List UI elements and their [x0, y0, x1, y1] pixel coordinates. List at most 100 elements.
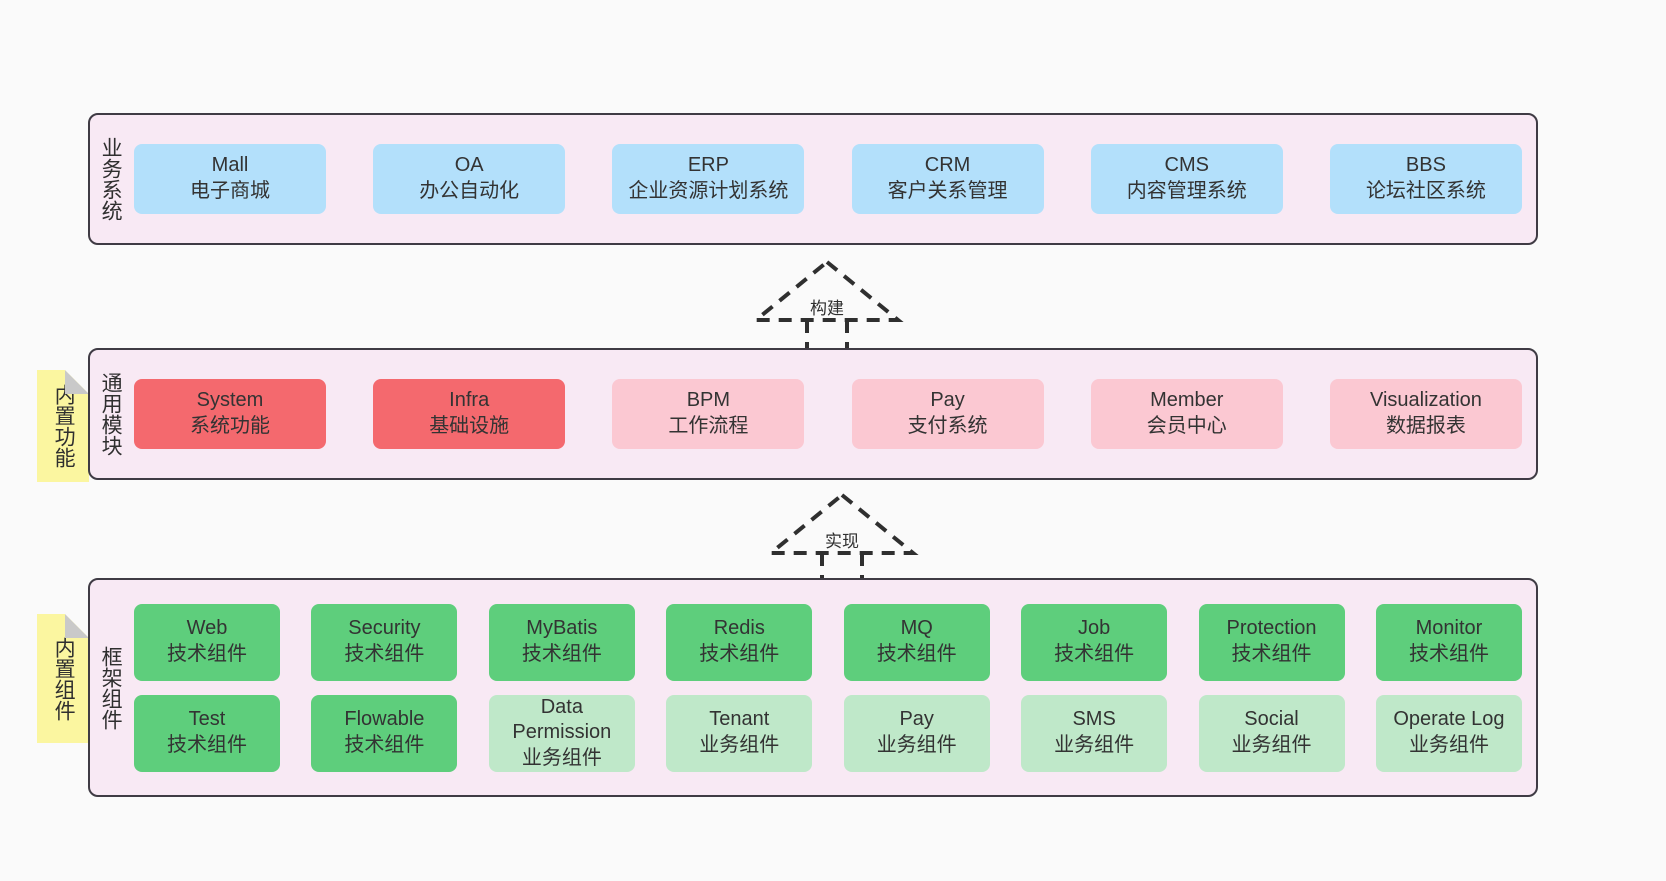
card-data-permission-en: Data Permission — [512, 695, 612, 744]
connector-build: 构建 — [750, 258, 904, 352]
card-infra-cn: 基础设施 — [429, 415, 510, 437]
card-mq-en: MQ — [900, 617, 933, 640]
card-bpm-en: BPM — [686, 389, 731, 412]
card-protection-en: Protection — [1226, 617, 1317, 640]
note-builtin-component-label: 内置组件 — [52, 636, 76, 721]
framework-tech-row: Web 技术组件 Security 技术组件 MyBatis 技术组件 Redi… — [134, 603, 1522, 681]
card-monitor-cn: 技术组件 — [1408, 643, 1489, 665]
card-tenant[interactable]: Tenant 业务组件 — [666, 694, 813, 772]
card-bpm-cn: 工作流程 — [668, 415, 749, 437]
card-oa-cn: 办公自动化 — [419, 180, 520, 202]
card-data-permission[interactable]: Data Permission 业务组件 — [488, 694, 635, 772]
card-crm-en: CRM — [924, 154, 971, 177]
common-card-row: System 系统功能 Infra 基础设施 BPM 工作流程 Pay 支付系统… — [134, 379, 1522, 449]
card-bbs[interactable]: BBS 论坛社区系统 — [1329, 144, 1522, 214]
card-web-cn: 技术组件 — [167, 643, 247, 665]
card-mall[interactable]: Mall 电子商城 — [134, 144, 326, 214]
card-redis[interactable]: Redis 技术组件 — [666, 603, 813, 681]
layer-framework-component: 框架组件 Web 技术组件 Security 技术组件 MyBatis 技术组件… — [88, 578, 1538, 797]
connector-implement-label: 实现 — [825, 532, 859, 551]
card-pay-module[interactable]: Pay 支付系统 — [851, 379, 1044, 449]
card-flowable[interactable]: Flowable 技术组件 — [311, 694, 458, 772]
card-sms[interactable]: SMS 业务组件 — [1021, 694, 1168, 772]
note-builtin-component: 内置组件 — [37, 614, 89, 743]
card-job-cn: 技术组件 — [1054, 643, 1135, 665]
card-data-permission-cn: 业务组件 — [521, 746, 602, 769]
card-protection-cn: 技术组件 — [1231, 643, 1312, 665]
card-crm[interactable]: CRM 客户关系管理 — [851, 144, 1044, 214]
card-member-en: Member — [1150, 389, 1224, 412]
card-operate-log-en: Operate Log — [1393, 708, 1505, 731]
note-builtin-feature-label: 内置功能 — [52, 384, 76, 468]
card-infra[interactable]: Infra 基础设施 — [373, 379, 566, 449]
card-redis-en: Redis — [713, 617, 765, 640]
card-oa-en: OA — [454, 154, 484, 177]
card-job[interactable]: Job 技术组件 — [1021, 603, 1168, 681]
card-erp-cn: 企业资源计划系统 — [628, 180, 789, 202]
card-sms-en: SMS — [1072, 708, 1116, 731]
card-monitor[interactable]: Monitor 技术组件 — [1375, 603, 1522, 681]
connector-build-label: 构建 — [810, 299, 844, 318]
connector-implement: 实现 — [765, 491, 919, 585]
card-mybatis-en: MyBatis — [526, 617, 598, 640]
note-fold-corner-icon — [65, 370, 89, 394]
card-social-en: Social — [1244, 708, 1299, 731]
layer-common-title: 通用模块 — [99, 372, 123, 456]
card-system[interactable]: System 系统功能 — [134, 379, 326, 449]
card-bpm[interactable]: BPM 工作流程 — [612, 379, 805, 449]
framework-biz-row: Test 技术组件 Flowable 技术组件 Data Permission … — [134, 694, 1522, 772]
card-mq-cn: 技术组件 — [876, 643, 957, 665]
card-erp[interactable]: ERP 企业资源计划系统 — [612, 144, 805, 214]
layer-business-system: 业务系统 Mall 电子商城 OA 办公自动化 ERP 企业资源计划系统 CRM — [88, 113, 1538, 245]
card-security-en: Security — [348, 617, 421, 640]
card-redis-cn: 技术组件 — [699, 643, 780, 665]
card-system-en: System — [196, 389, 264, 412]
card-sms-cn: 业务组件 — [1054, 734, 1135, 756]
card-monitor-en: Monitor — [1415, 617, 1483, 640]
card-tenant-en: Tenant — [709, 708, 770, 731]
card-crm-cn: 客户关系管理 — [887, 180, 1008, 202]
card-flowable-en: Flowable — [344, 708, 425, 731]
card-web[interactable]: Web 技术组件 — [134, 603, 280, 681]
layer-common-body: System 系统功能 Infra 基础设施 BPM 工作流程 Pay 支付系统… — [130, 350, 1536, 478]
card-pay-module-cn: 支付系统 — [907, 415, 988, 437]
card-oa[interactable]: OA 办公自动化 — [373, 144, 566, 214]
card-mall-en: Mall — [211, 154, 249, 177]
card-cms[interactable]: CMS 内容管理系统 — [1090, 144, 1283, 214]
card-pay-module-en: Pay — [930, 389, 965, 412]
card-test-cn: 技术组件 — [167, 734, 247, 756]
card-pay-component[interactable]: Pay 业务组件 — [843, 694, 990, 772]
card-bbs-cn: 论坛社区系统 — [1365, 180, 1486, 202]
note-builtin-feature: 内置功能 — [37, 370, 89, 482]
card-tenant-cn: 业务组件 — [699, 734, 780, 756]
card-test[interactable]: Test 技术组件 — [134, 694, 280, 772]
card-social-cn: 业务组件 — [1231, 734, 1312, 756]
card-erp-en: ERP — [687, 154, 729, 177]
card-security-cn: 技术组件 — [344, 643, 425, 665]
card-flowable-cn: 技术组件 — [344, 734, 425, 756]
card-mall-cn: 电子商城 — [190, 180, 270, 202]
card-mybatis[interactable]: MyBatis 技术组件 — [488, 603, 635, 681]
business-card-row: Mall 电子商城 OA 办公自动化 ERP 企业资源计划系统 CRM 客户关系… — [134, 144, 1522, 214]
card-system-cn: 系统功能 — [190, 415, 270, 437]
card-visualization-cn: 数据报表 — [1385, 415, 1466, 437]
card-social[interactable]: Social 业务组件 — [1198, 694, 1345, 772]
generalization-triangle-icon — [750, 259, 904, 322]
generalization-triangle-icon — [765, 492, 919, 555]
card-visualization-en: Visualization — [1369, 389, 1482, 412]
layer-business-body: Mall 电子商城 OA 办公自动化 ERP 企业资源计划系统 CRM 客户关系… — [130, 115, 1536, 243]
card-pay-component-en: Pay — [899, 708, 934, 731]
card-protection[interactable]: Protection 技术组件 — [1198, 603, 1345, 681]
layer-common-module: 通用模块 System 系统功能 Infra 基础设施 BPM 工作流程 Pay — [88, 348, 1538, 480]
card-operate-log[interactable]: Operate Log 业务组件 — [1375, 694, 1522, 772]
card-visualization[interactable]: Visualization 数据报表 — [1329, 379, 1522, 449]
card-cms-cn: 内容管理系统 — [1126, 180, 1247, 202]
card-infra-en: Infra — [449, 389, 490, 412]
card-security[interactable]: Security 技术组件 — [311, 603, 458, 681]
layer-framework-title: 框架组件 — [99, 645, 123, 730]
card-mq[interactable]: MQ 技术组件 — [843, 603, 990, 681]
card-mybatis-cn: 技术组件 — [521, 643, 602, 665]
card-bbs-en: BBS — [1405, 154, 1446, 177]
card-member[interactable]: Member 会员中心 — [1090, 379, 1283, 449]
card-operate-log-cn: 业务组件 — [1408, 734, 1489, 756]
